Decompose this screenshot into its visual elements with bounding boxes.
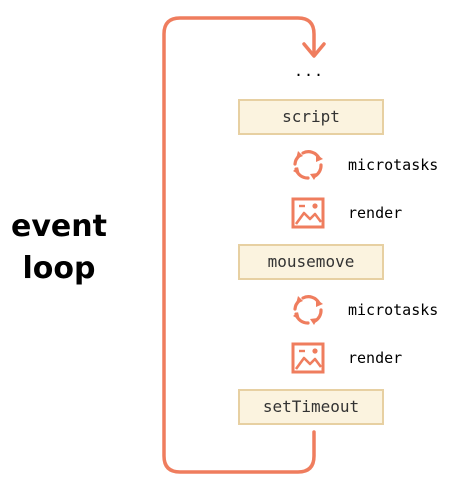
step-label-render: render xyxy=(348,349,403,367)
title-line-2: loop xyxy=(22,251,96,286)
step-microtasks: microtasks xyxy=(290,147,438,183)
step-render: render xyxy=(290,195,402,231)
loop-arrowhead xyxy=(302,42,326,58)
loop-path xyxy=(162,16,316,474)
step-render: render xyxy=(290,340,402,376)
task-mousemove: mousemove xyxy=(238,244,384,280)
step-label-microtasks: microtasks xyxy=(348,156,439,174)
step-label-render: render xyxy=(348,204,403,222)
refresh-arrows-icon xyxy=(293,295,323,325)
ellipsis: ... xyxy=(293,62,325,80)
refresh-arrows-icon xyxy=(293,150,323,180)
image-icon xyxy=(291,342,325,374)
step-label-microtasks: microtasks xyxy=(348,301,439,319)
task-settimeout: setTimeout xyxy=(238,389,384,425)
step-microtasks: microtasks xyxy=(290,292,438,328)
diagram-title: event loop xyxy=(0,206,118,290)
title-line-1: event xyxy=(11,209,107,244)
task-script: script xyxy=(238,99,384,135)
image-icon xyxy=(291,197,325,229)
